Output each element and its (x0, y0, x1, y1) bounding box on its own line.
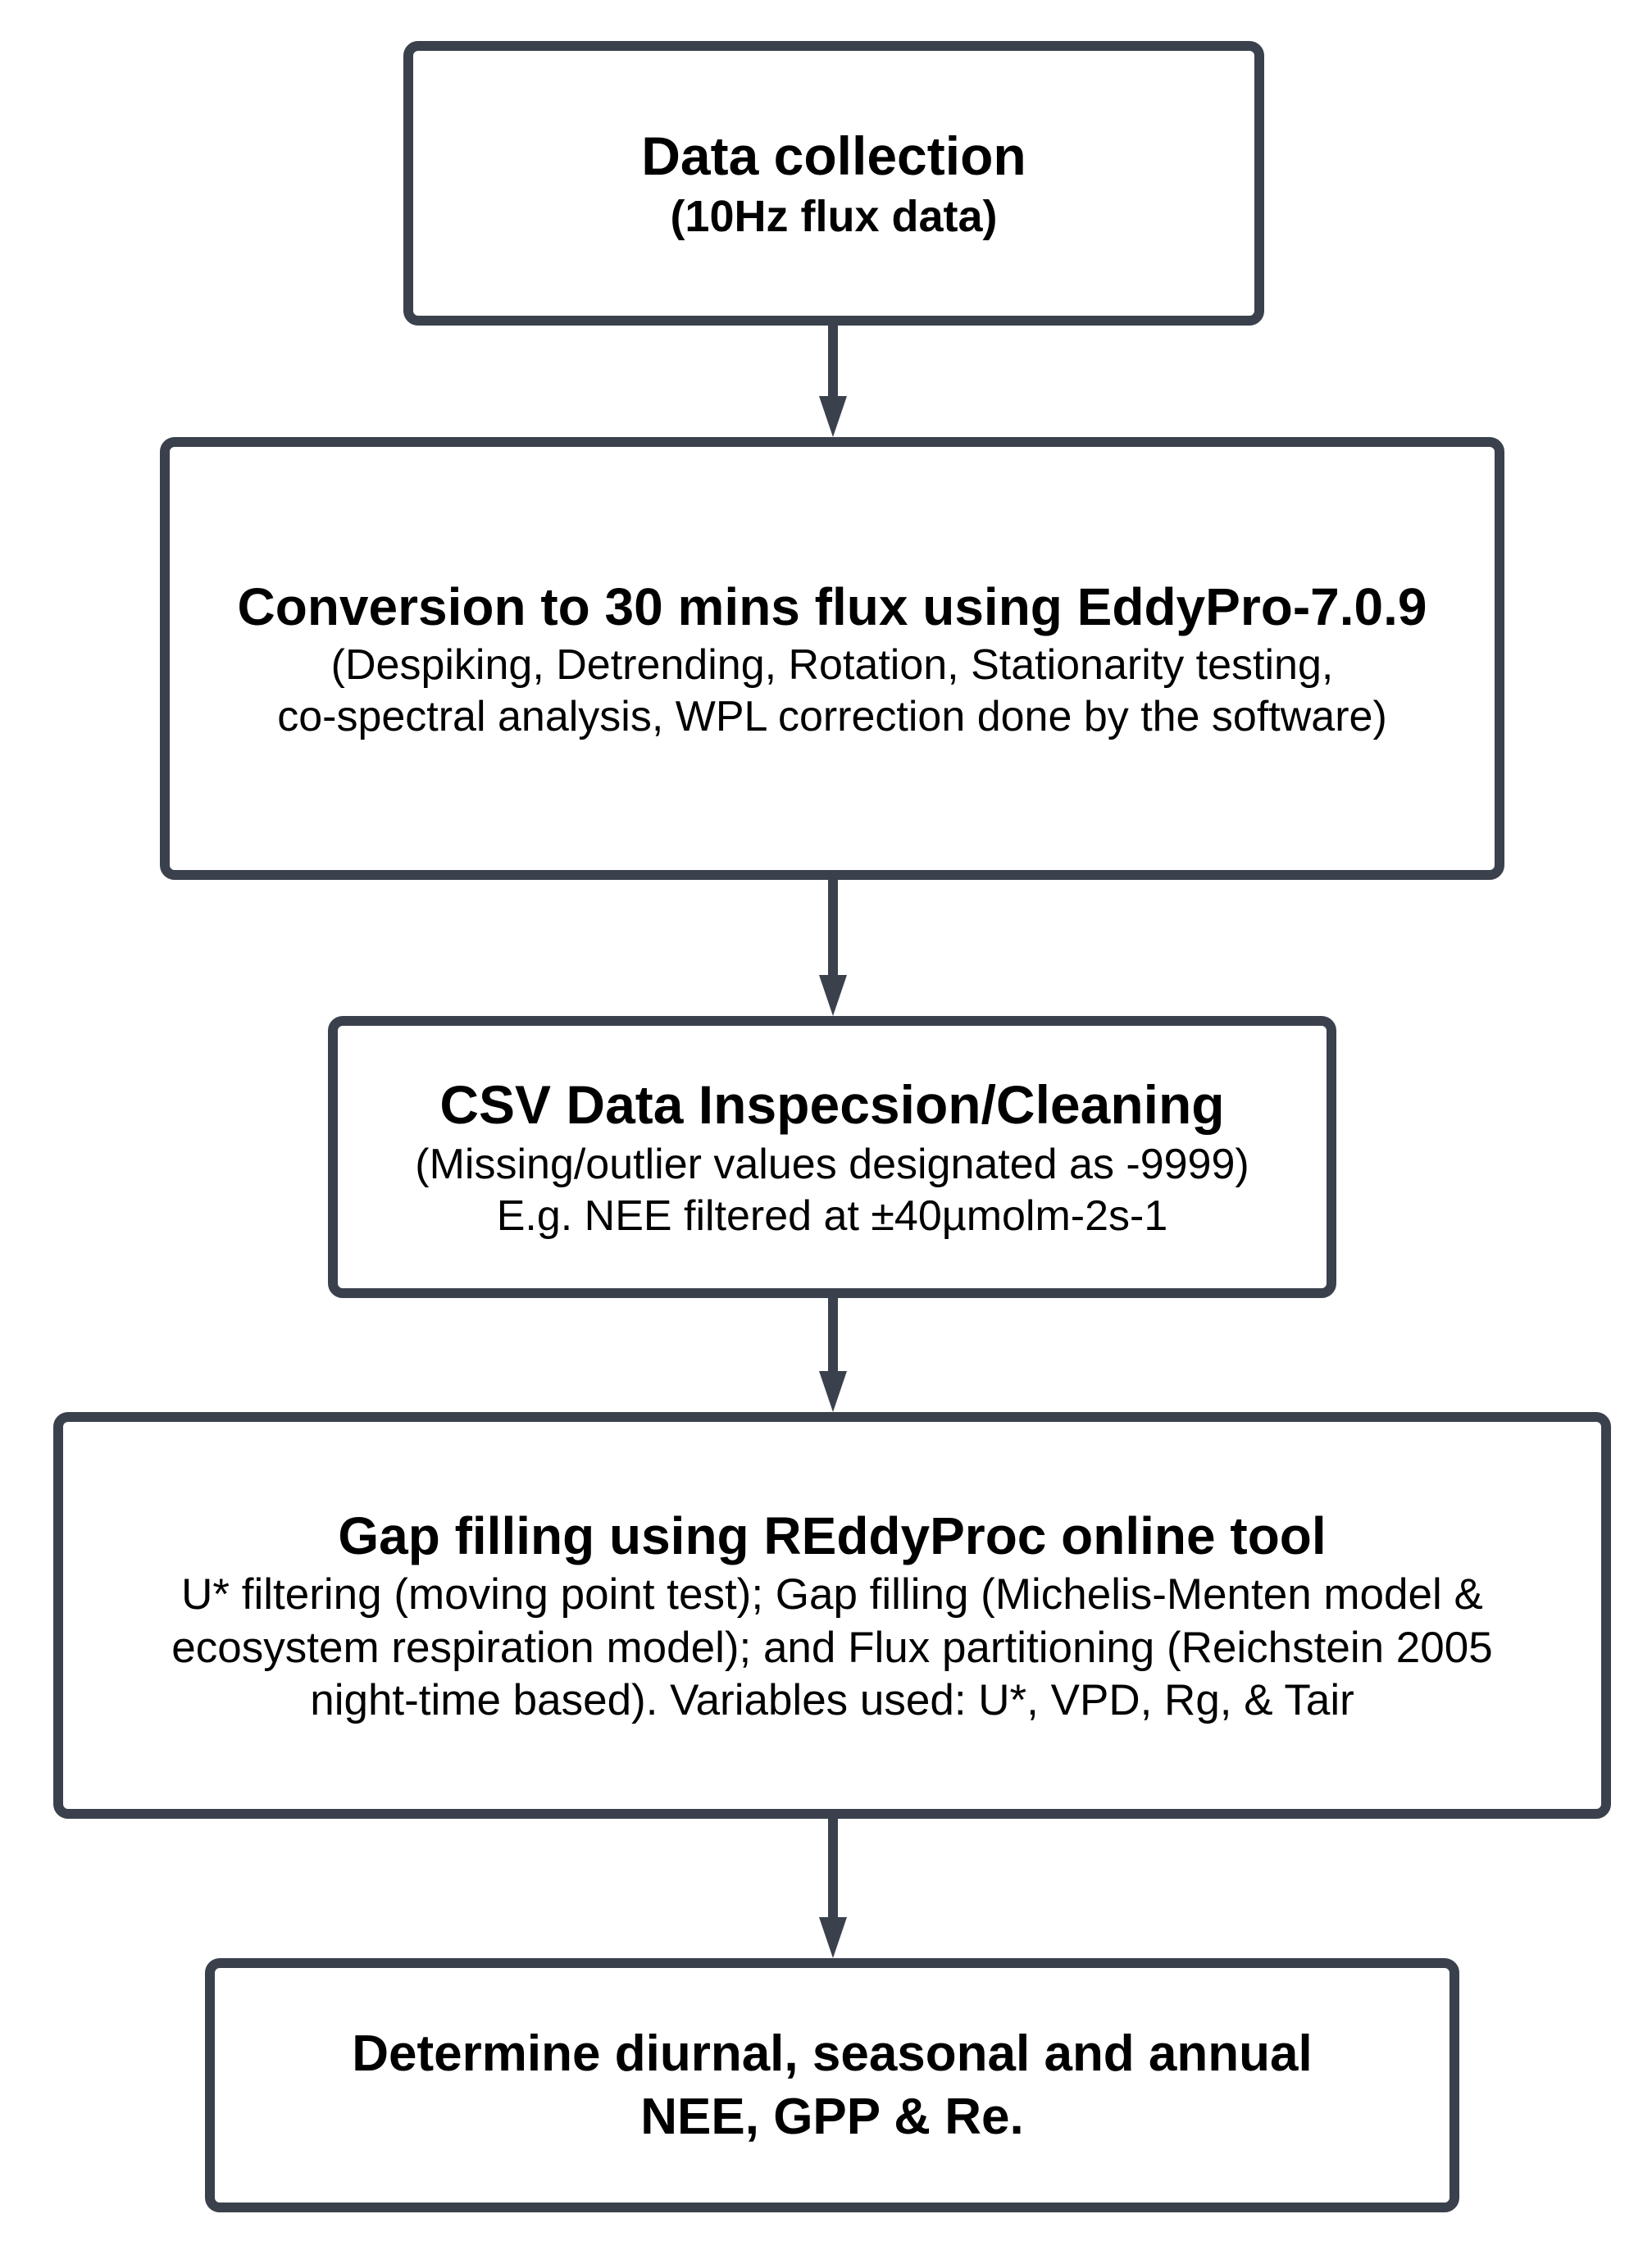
body-line: E.g. NEE filtered at ±40µmolm-2s-1 (496, 1192, 1168, 1241)
flow-box-determine-results: Determine diurnal, seasonal and annual N… (205, 1958, 1459, 2212)
box-subtitle: (10Hz flux data) (670, 192, 998, 241)
body-line: (Despiking, Detrending, Rotation, Statio… (330, 640, 1334, 689)
body-line: night-time based). Variables used: U*, V… (310, 1676, 1354, 1725)
flow-box-data-collection: Data collection (10Hz flux data) (403, 41, 1264, 326)
box-body: (Despiking, Detrending, Rotation, Statio… (277, 640, 1387, 744)
flow-box-conversion: Conversion to 30 mins flux using EddyPro… (160, 437, 1504, 880)
box-body: (Missing/outlier values designated as -9… (415, 1139, 1249, 1243)
down-arrow-icon (819, 1819, 847, 1958)
box-title: NEE, GPP & Re. (640, 2089, 1024, 2145)
down-arrow-icon (819, 1298, 847, 1412)
box-title: CSV Data Inspecsion/Cleaning (439, 1074, 1225, 1136)
down-arrow-icon (819, 880, 847, 1016)
flow-box-csv-cleaning: CSV Data Inspecsion/Cleaning (Missing/ou… (328, 1016, 1336, 1298)
body-line: ecosystem respiration model); and Flux p… (171, 1623, 1493, 1672)
down-arrow-icon (819, 326, 847, 437)
box-title: Gap filling using REddyProc online tool (338, 1506, 1327, 1566)
box-body: U* filtering (moving point test); Gap fi… (171, 1569, 1492, 1728)
box-title: Conversion to 30 mins flux using EddyPro… (237, 576, 1427, 636)
box-title: Data collection (641, 125, 1026, 186)
flow-box-gap-filling: Gap filling using REddyProc online tool … (53, 1412, 1611, 1819)
body-line: U* filtering (moving point test); Gap fi… (181, 1570, 1483, 1620)
body-line: (Missing/outlier values designated as -9… (415, 1140, 1249, 1188)
body-line: co-spectral analysis, WPL correction don… (277, 693, 1387, 740)
box-title: Determine diurnal, seasonal and annual (352, 2025, 1313, 2082)
